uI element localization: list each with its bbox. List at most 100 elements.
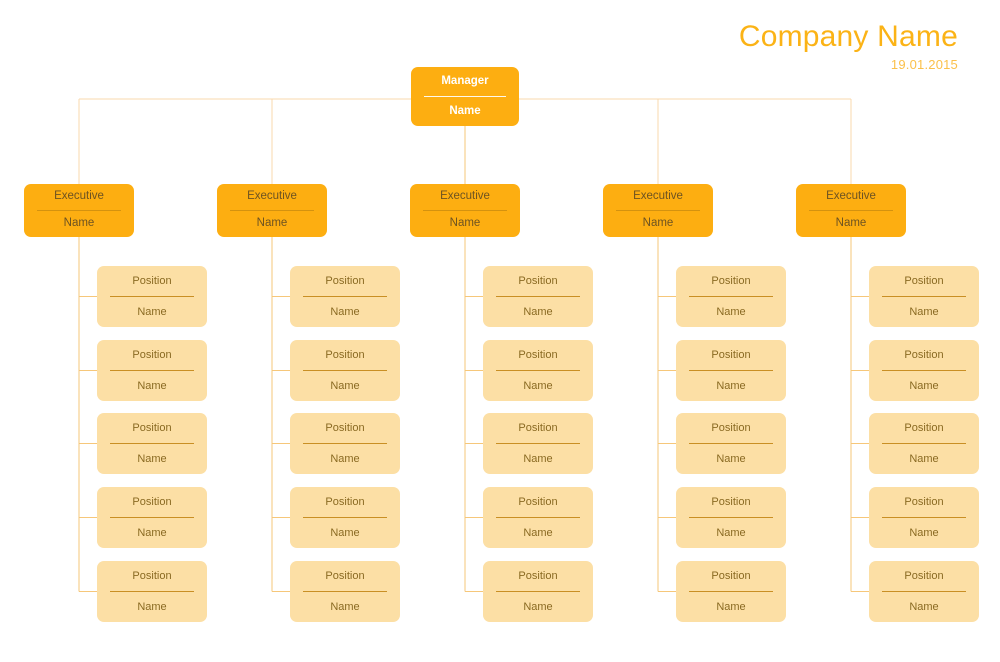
position-node-5-3-divider	[882, 443, 966, 444]
position-node-5-1-name: Name	[909, 305, 939, 318]
executive-node-3-divider	[423, 210, 507, 211]
position-node-3-2-divider	[496, 370, 580, 371]
position-node-1-4-title: Position	[132, 495, 172, 508]
position-node-4-3-name: Name	[716, 452, 746, 465]
position-node-2-5-name: Name	[330, 600, 360, 613]
position-node-4-1-name: Name	[716, 305, 746, 318]
executive-node-4-divider	[616, 210, 700, 211]
executive-node-1-name: Name	[63, 217, 95, 230]
position-node-2-4-name: Name	[330, 526, 360, 539]
position-node-1-5-name: Name	[137, 600, 167, 613]
position-node-4-2-name: Name	[716, 379, 746, 392]
executive-node-4-title: Executive	[633, 190, 683, 203]
position-node-5-2-name: Name	[909, 379, 939, 392]
position-node-2-1-title: Position	[325, 274, 365, 287]
position-node-2-2-title: Position	[325, 348, 365, 361]
position-node-2-1-divider	[303, 296, 387, 297]
position-node-1-2-title: Position	[132, 348, 172, 361]
position-node-3-2-name: Name	[523, 379, 553, 392]
chart-header: Company Name 19.01.2015	[739, 20, 958, 73]
position-node-5-5-name: Name	[909, 600, 939, 613]
position-node-1-5-divider	[110, 591, 194, 592]
position-node-1-1-divider	[110, 296, 194, 297]
position-node-2-4-title: Position	[325, 495, 365, 508]
position-node-4-5-name: Name	[716, 600, 746, 613]
position-node-1-2-name: Name	[137, 379, 167, 392]
position-node-3-2-title: Position	[518, 348, 558, 361]
position-node-5-4-name: Name	[909, 526, 939, 539]
position-node-3-4-name: Name	[523, 526, 553, 539]
position-node-3-4-divider	[496, 517, 580, 518]
position-node-4-5-title: Position	[711, 569, 751, 582]
position-node-2-2-name: Name	[330, 379, 360, 392]
executive-node-2-name: Name	[256, 217, 288, 230]
position-node-1-2-divider	[110, 370, 194, 371]
position-node-1-3-name: Name	[137, 452, 167, 465]
executive-node-5-name: Name	[835, 217, 867, 230]
executive-node-2-divider	[230, 210, 314, 211]
position-node-2-3-title: Position	[325, 421, 365, 434]
executive-node-1-divider	[37, 210, 121, 211]
position-node-3-1-divider	[496, 296, 580, 297]
position-node-4-3-title: Position	[711, 421, 751, 434]
position-node-3-3-title: Position	[518, 421, 558, 434]
position-node-5-3-title: Position	[904, 421, 944, 434]
manager-node-divider	[424, 96, 506, 97]
executive-node-5-divider	[809, 210, 893, 211]
position-node-4-1-divider	[689, 296, 773, 297]
executive-node-2-title: Executive	[247, 190, 297, 203]
position-node-3-5-divider	[496, 591, 580, 592]
position-node-5-5-title: Position	[904, 569, 944, 582]
position-node-5-4-title: Position	[904, 495, 944, 508]
position-node-1-4-name: Name	[137, 526, 167, 539]
chart-date: 19.01.2015	[890, 57, 958, 72]
position-node-4-4-name: Name	[716, 526, 746, 539]
executive-node-3-name: Name	[449, 217, 481, 230]
position-node-4-4-title: Position	[711, 495, 751, 508]
position-node-1-3-title: Position	[132, 421, 172, 434]
position-node-3-3-divider	[496, 443, 580, 444]
position-node-3-5-title: Position	[518, 569, 558, 582]
position-node-5-1-divider	[882, 296, 966, 297]
position-node-3-1-name: Name	[523, 305, 553, 318]
executive-node-1-title: Executive	[54, 190, 104, 203]
executive-node-4-name: Name	[642, 217, 674, 230]
position-node-3-3-name: Name	[523, 452, 553, 465]
position-node-4-3-divider	[689, 443, 773, 444]
company-title: Company Name	[738, 20, 958, 53]
position-node-5-1-title: Position	[904, 274, 944, 287]
position-node-5-2-divider	[882, 370, 966, 371]
